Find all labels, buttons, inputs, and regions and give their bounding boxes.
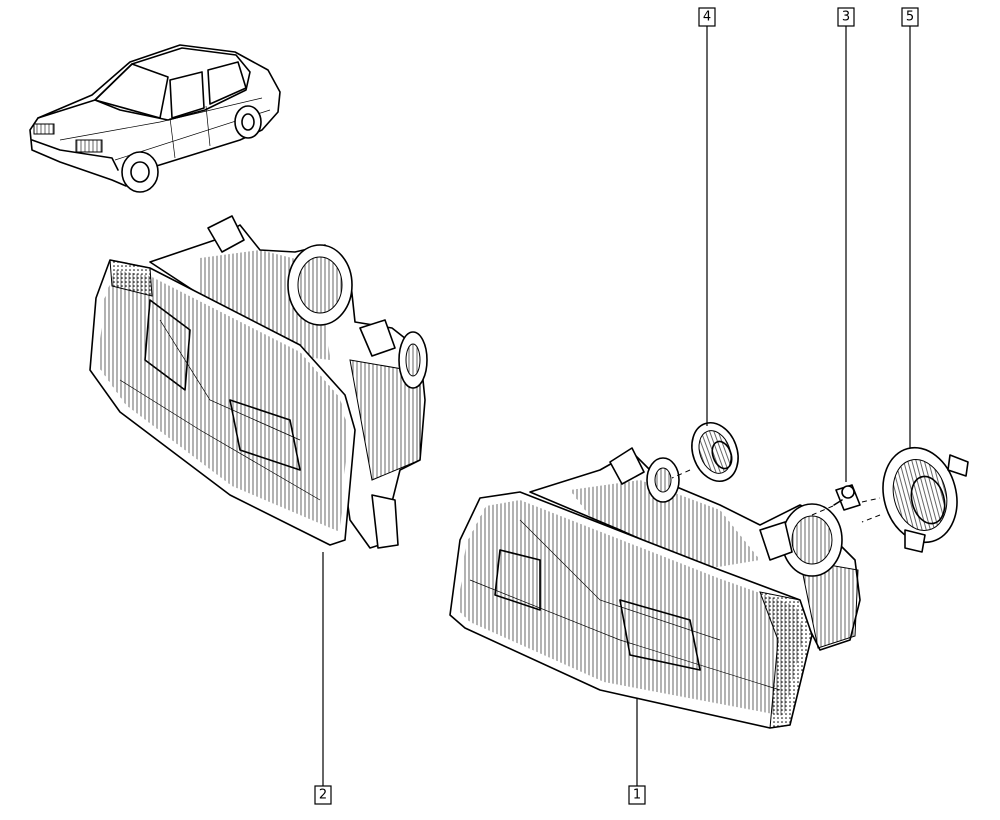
callout-2: 2 — [314, 785, 332, 805]
callout-3: 3 — [837, 7, 855, 27]
callout-label: 5 — [906, 10, 914, 25]
callout-label: 2 — [319, 788, 327, 803]
callout-1: 1 — [628, 785, 646, 805]
callout-label: 1 — [633, 788, 641, 803]
car-illustration — [29, 44, 281, 193]
retaining-ring-part — [691, 422, 739, 482]
callout-label: 3 — [842, 10, 850, 25]
callout-5: 5 — [901, 7, 919, 27]
headlamp-left — [89, 215, 428, 549]
headlamp-right — [449, 447, 861, 729]
bulb-part — [833, 484, 861, 511]
callout-label: 4 — [703, 10, 711, 25]
callout-4: 4 — [698, 7, 716, 27]
rear-cover-part — [882, 446, 969, 553]
